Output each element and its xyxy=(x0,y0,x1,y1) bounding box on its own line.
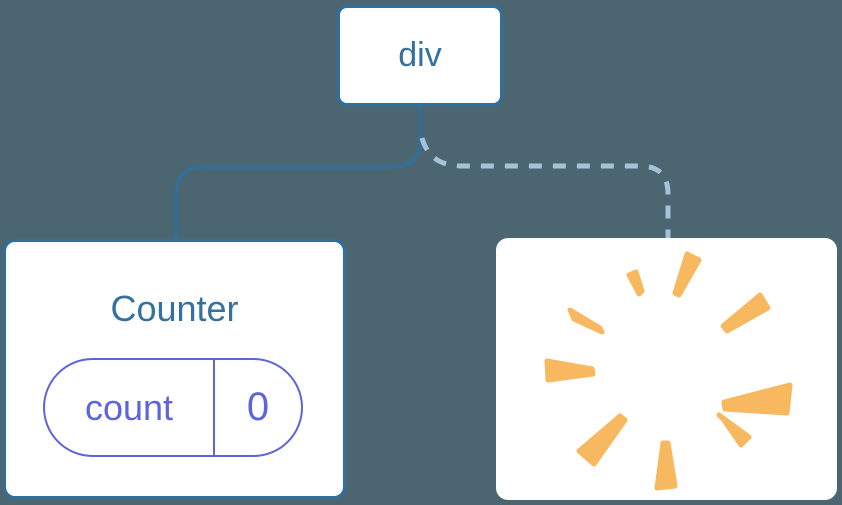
state-name: count xyxy=(45,360,215,455)
poof-icon xyxy=(544,251,793,491)
poof-ray xyxy=(720,292,771,334)
state-pill: count 0 xyxy=(43,358,303,457)
link-dashed-div-to-removed xyxy=(419,137,671,239)
node-div-label: div xyxy=(398,36,442,74)
poof-ray xyxy=(672,251,702,298)
poof-ray xyxy=(567,307,605,335)
poof-ray xyxy=(654,440,678,491)
state-value: 0 xyxy=(246,385,270,429)
poof-ray xyxy=(626,269,645,297)
poof-ray xyxy=(721,382,793,416)
node-removed xyxy=(496,238,837,500)
node-div: div xyxy=(337,5,503,106)
node-counter: Counter count 0 xyxy=(3,239,346,499)
counter-title: Counter xyxy=(110,288,239,329)
link-solid-div-to-counter xyxy=(174,106,423,240)
poof-ray xyxy=(544,358,596,383)
poof-ray xyxy=(576,413,628,467)
poof-ray xyxy=(716,412,752,448)
